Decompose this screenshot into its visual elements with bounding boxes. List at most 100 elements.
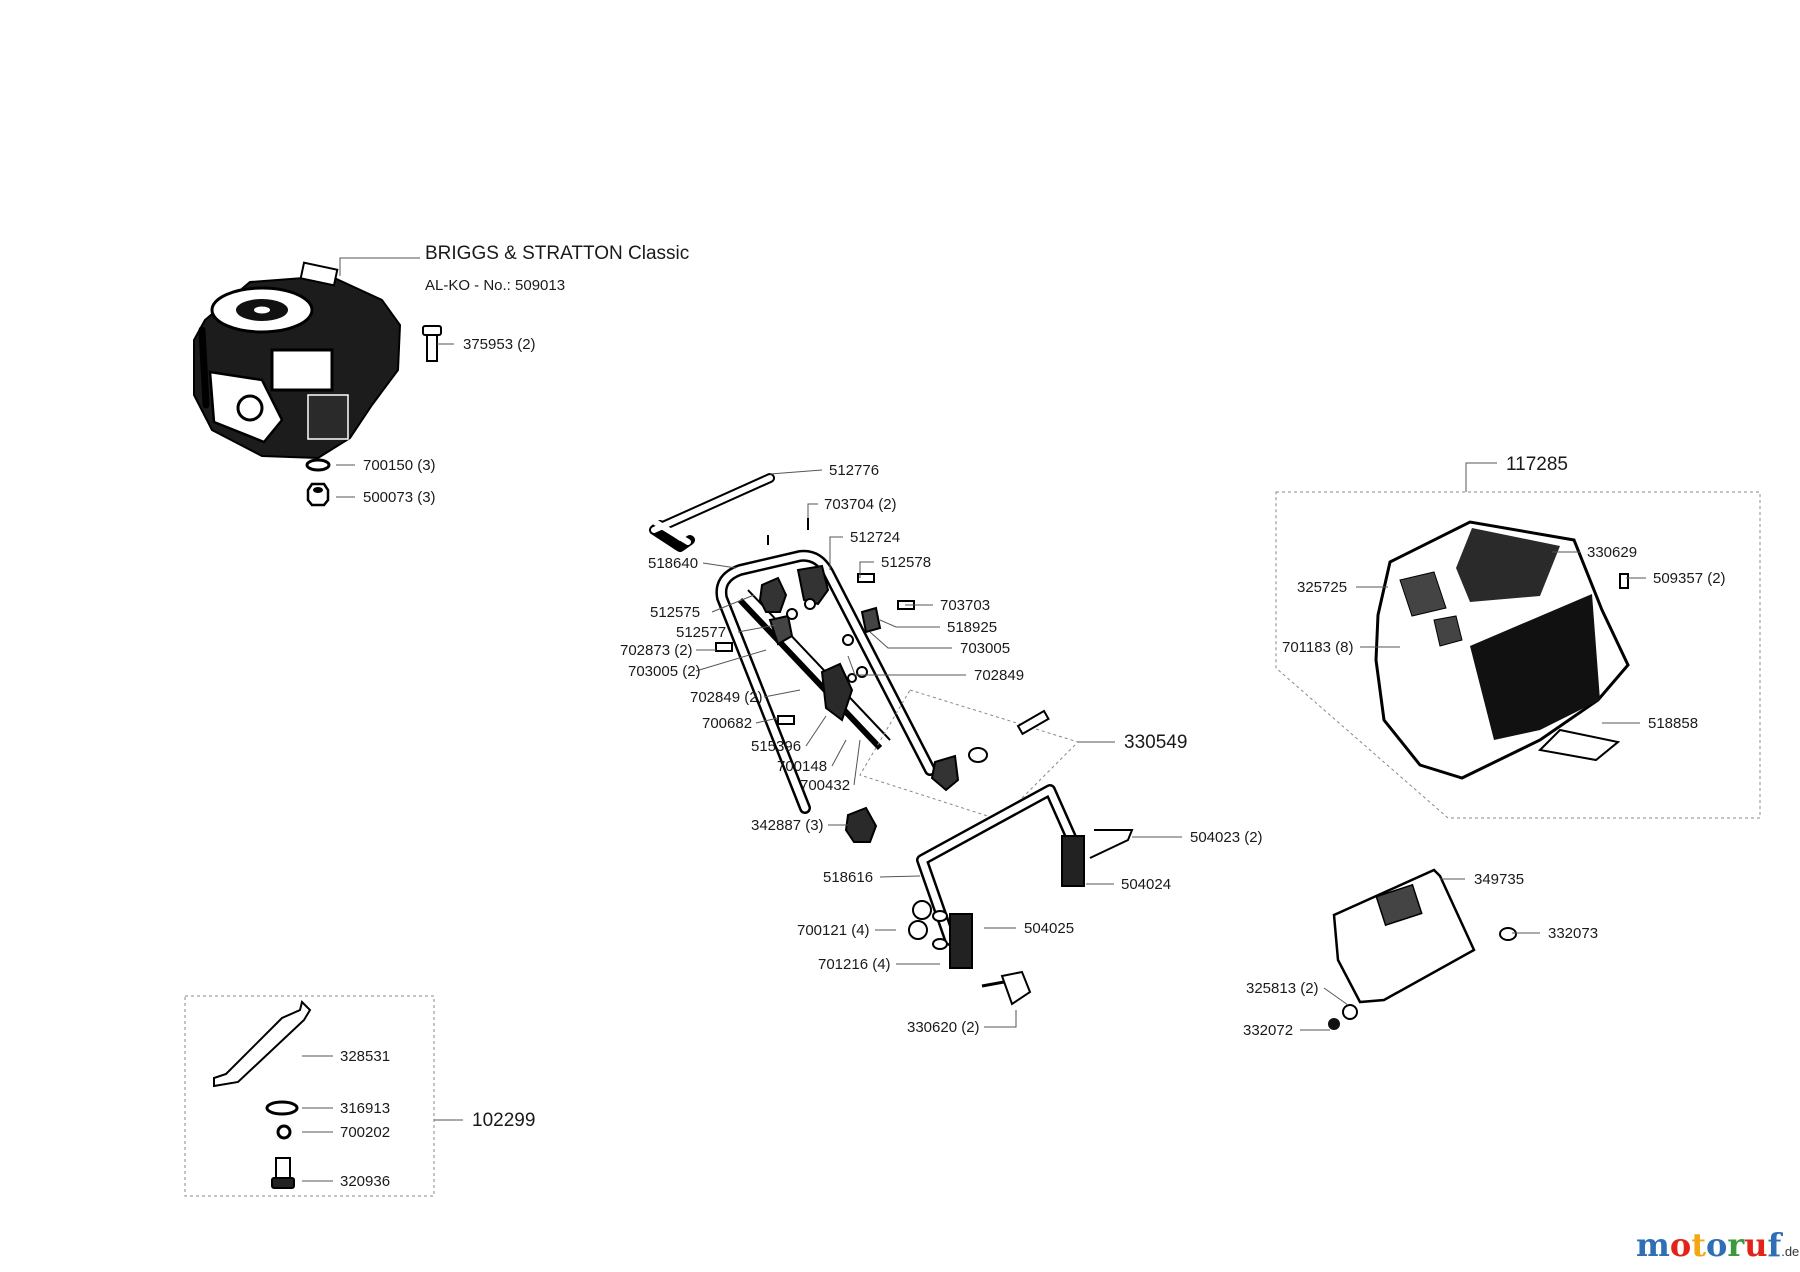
leader-line-518640 xyxy=(702,562,737,569)
logo-letter: t xyxy=(1691,1226,1706,1264)
part-349735-flap-grip xyxy=(1375,883,1423,927)
part-label-504024: 504024 xyxy=(1121,876,1172,893)
part-512724-clip xyxy=(796,564,830,606)
part-509357-screw xyxy=(1619,573,1629,589)
leader-line-700148 xyxy=(831,739,847,767)
logo-domain: .de xyxy=(1781,1244,1800,1259)
logo-letter: o xyxy=(1705,1226,1728,1264)
leader-line-703005a xyxy=(869,631,952,649)
part-500073-nut-hole xyxy=(313,487,323,493)
leader-line-117285 xyxy=(1465,462,1497,492)
part-label-700432: 700432 xyxy=(800,777,851,794)
part-label-702873: 702873 (2) xyxy=(620,642,693,659)
part-label-703704: 703704 (2) xyxy=(824,496,897,513)
part-375953-bolt-head xyxy=(422,325,442,336)
part-label-332072: 332072 xyxy=(1243,1022,1294,1039)
part-330620-plate xyxy=(1000,970,1032,1006)
part-512776-bar-fill xyxy=(651,475,773,545)
part-label-512776: 512776 xyxy=(829,462,880,479)
part-label-504023: 504023 (2) xyxy=(1190,829,1263,846)
part-label-500073: 500073 (3) xyxy=(363,489,436,506)
part-label-702849b: 702849 (2) xyxy=(690,689,763,706)
leader-line-703005b xyxy=(695,649,767,672)
part-label-504025: 504025 xyxy=(1024,920,1075,937)
part-label-518616: 518616 xyxy=(823,869,874,886)
part-label-703005b: 703005 (2) xyxy=(628,663,701,680)
engine-recoil-center xyxy=(254,306,270,314)
part-701216-washer-b xyxy=(932,938,948,950)
part-label-332073: 332073 xyxy=(1548,925,1599,942)
part-700432-cable xyxy=(747,589,891,741)
part-label-518858: 518858 xyxy=(1648,715,1699,732)
logo-letter: r xyxy=(1727,1226,1745,1264)
engine-gear xyxy=(236,394,264,422)
part-label-330620: 330620 (2) xyxy=(907,1019,980,1036)
part-102299-kit-outline xyxy=(184,995,435,1197)
leader-line-512575 xyxy=(711,594,755,613)
engine-air-filter xyxy=(270,348,334,392)
leader-line-702849a xyxy=(847,655,966,676)
leader-line-700682 xyxy=(755,717,779,724)
part-328531-blade xyxy=(213,1000,312,1088)
part-342887-knob xyxy=(844,806,878,843)
part-703005-nut-a xyxy=(786,608,798,620)
part-label-316913: 316913 xyxy=(340,1100,391,1117)
part-700202-lock-washer xyxy=(276,1124,292,1140)
part-325725-vent-grid-b xyxy=(1433,615,1463,647)
part-504024-bracket xyxy=(1061,835,1085,887)
part-label-512578: 512578 xyxy=(881,554,932,571)
part-320936-bolt-shank xyxy=(275,1157,291,1181)
part-label-375953: 375953 (2) xyxy=(463,336,536,353)
part-label-509357: 509357 (2) xyxy=(1653,570,1726,587)
part-label-328531: 328531 xyxy=(340,1048,391,1065)
logo-letter: o xyxy=(1669,1226,1692,1264)
motoruf-logo: motoruf.de xyxy=(1636,1226,1799,1264)
part-701216-washer-a xyxy=(932,910,948,922)
part-label-512577: 512577 xyxy=(676,624,727,641)
part-label-102299: 102299 xyxy=(472,1110,536,1131)
leader-line-512776 xyxy=(769,469,823,475)
part-512578-bolt xyxy=(857,573,875,583)
engine-number: AL-KO - No.: 509013 xyxy=(425,277,566,294)
part-label-325813: 325813 (2) xyxy=(1246,980,1319,997)
leader-line-512724 xyxy=(829,536,843,570)
part-label-702849a: 702849 xyxy=(974,667,1025,684)
part-330549-washer xyxy=(968,747,988,763)
part-330620-bolt xyxy=(981,980,1005,988)
part-label-320936: 320936 xyxy=(340,1173,391,1190)
leader-line-512578 xyxy=(859,561,874,578)
leader-line-515396 xyxy=(805,715,827,747)
leader-line-325813 xyxy=(1323,987,1349,1006)
part-label-703703: 703703 xyxy=(940,597,991,614)
logo-letter: m xyxy=(1636,1226,1670,1264)
part-702873-bolt xyxy=(715,642,733,652)
part-label-518925: 518925 xyxy=(947,619,998,636)
part-700121-nut-a xyxy=(912,900,932,920)
leader-line-518925 xyxy=(879,619,940,628)
leader-line-702849b xyxy=(763,689,801,698)
part-700121-nut-b xyxy=(908,920,928,940)
part-316913-washer xyxy=(265,1100,299,1116)
part-504025-bracket xyxy=(949,913,973,969)
part-label-518640: 518640 xyxy=(648,555,699,572)
leader-line-518616 xyxy=(879,875,921,878)
engine-fuel-pipe xyxy=(198,326,210,409)
part-702849-nut-a xyxy=(842,634,854,646)
part-700682-bolt xyxy=(777,715,795,725)
part-325813-spring xyxy=(1342,1004,1358,1020)
part-label-701183: 701183 (8) xyxy=(1282,639,1354,656)
part-label-342887: 342887 (3) xyxy=(751,817,824,834)
part-label-700150: 700150 (3) xyxy=(363,457,436,474)
part-label-700682: 700682 xyxy=(702,715,753,732)
part-518640-frame-fill xyxy=(717,552,934,812)
part-label-700148: 700148 xyxy=(777,758,828,775)
part-504023-pin xyxy=(1089,829,1134,859)
leader-line-512577 xyxy=(737,624,777,633)
part-325725-vent-grid xyxy=(1399,571,1447,617)
part-518616-lower-handle-fill xyxy=(918,786,1078,944)
logo-letter: u xyxy=(1744,1226,1768,1264)
part-label-703005a: 703005 xyxy=(960,640,1011,657)
part-label-349735: 349735 xyxy=(1474,871,1525,888)
